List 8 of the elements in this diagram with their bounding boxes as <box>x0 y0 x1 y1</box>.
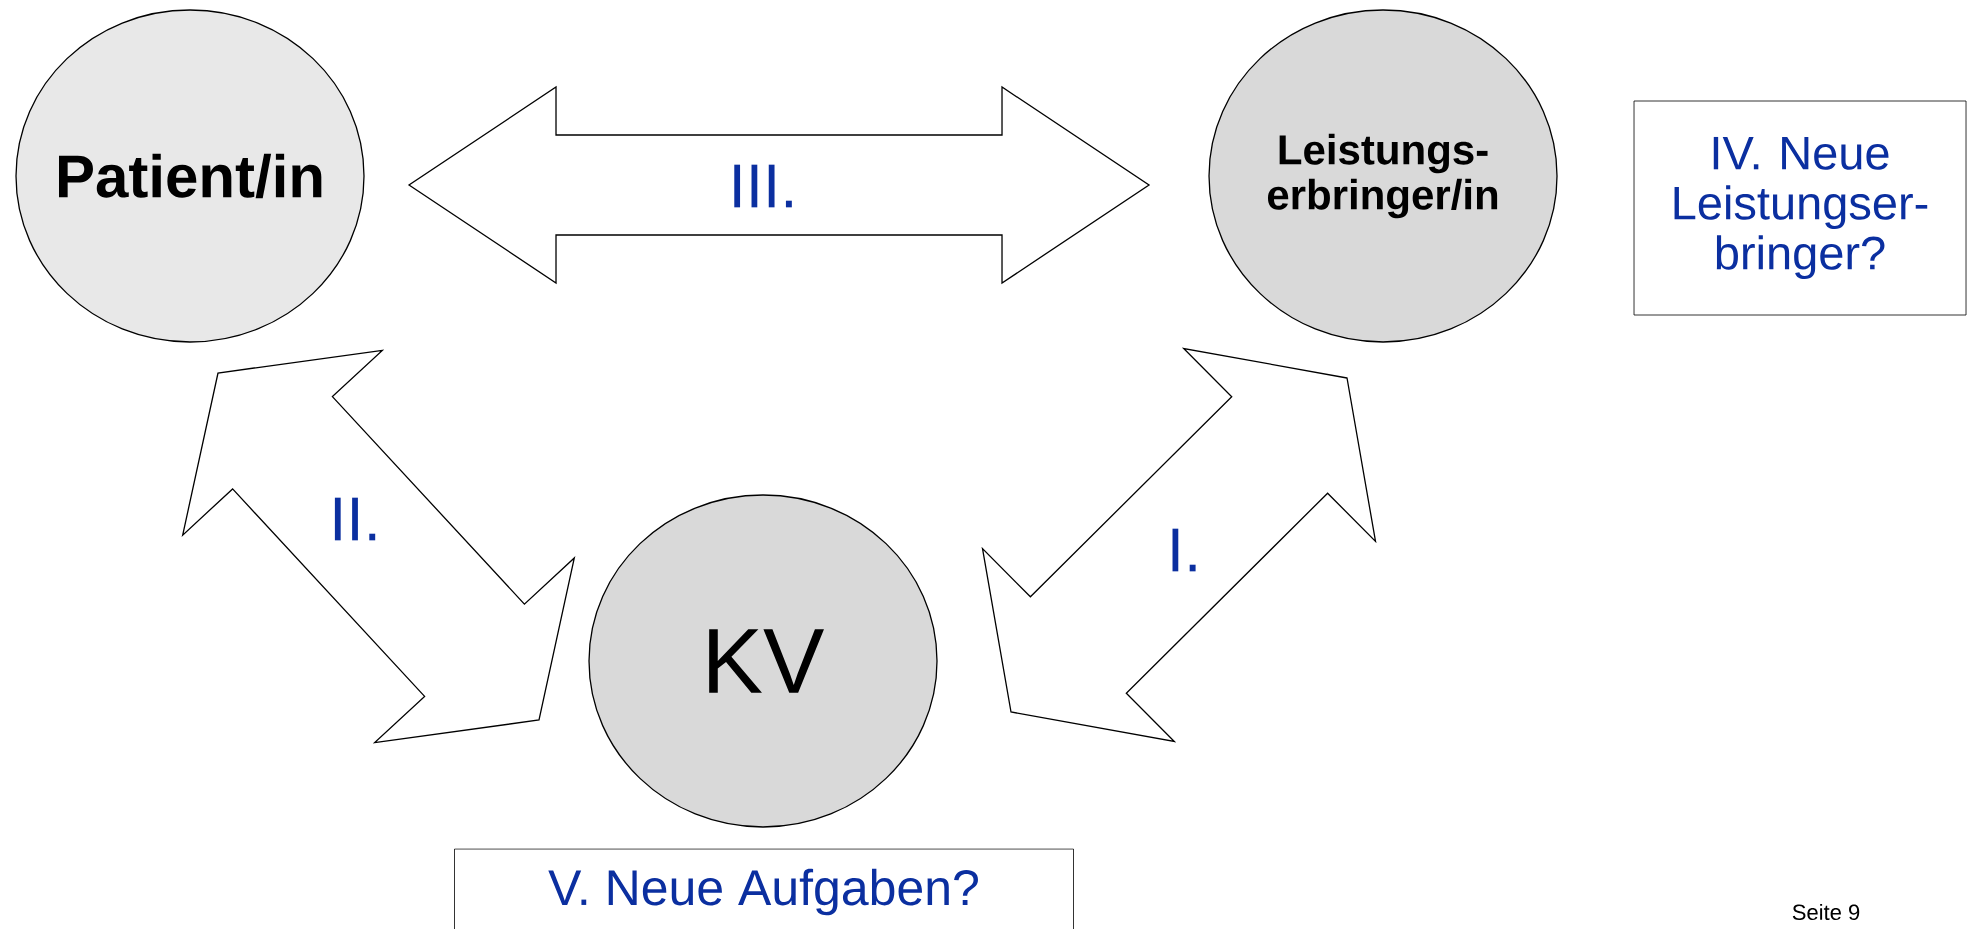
edge-label: II. <box>328 496 382 542</box>
edge-label: I. <box>1165 527 1203 573</box>
page-number: Seite 9 <box>1792 903 1860 921</box>
edge-label: III. <box>727 163 799 209</box>
block-arrow <box>181 349 576 744</box>
block-arrow <box>981 347 1377 743</box>
text-box: V. Neue Aufgaben? <box>454 848 1074 929</box>
text-box: IV. Neue Leistungser- bringer? <box>1633 100 1967 316</box>
